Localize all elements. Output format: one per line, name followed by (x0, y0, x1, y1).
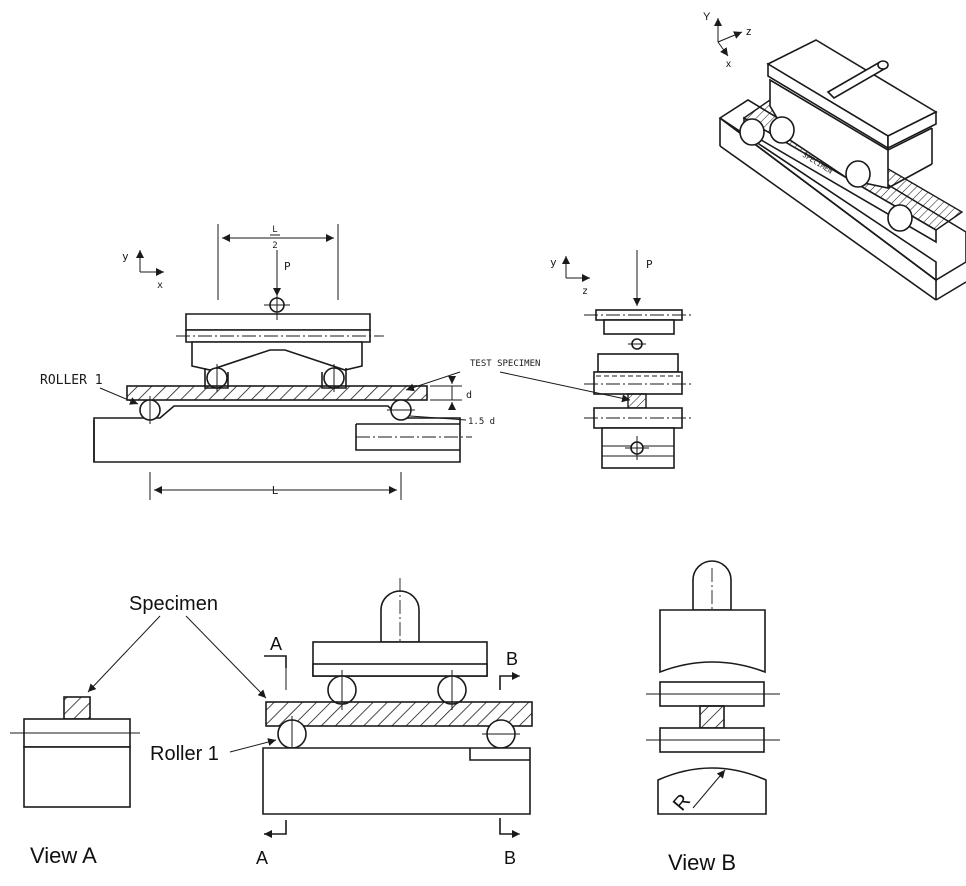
front-axis-y-label: y (122, 250, 129, 263)
front-load-label: P (284, 260, 291, 273)
view-a: View A (10, 696, 140, 868)
view-a-base (23, 746, 131, 808)
lower-base-block (262, 747, 531, 815)
view-a-specimen (63, 696, 91, 720)
section-b-top-label: B (506, 649, 518, 669)
half-span-dimension: L 2 (217, 224, 339, 300)
section-a-bottom-label: A (256, 848, 268, 868)
half-span-numerator: L (272, 225, 277, 235)
roller-1-label: ROLLER 1 (40, 373, 103, 388)
span-label: L (272, 484, 279, 497)
iso-rollers (739, 116, 913, 232)
side-axis-z-label: z (582, 286, 588, 297)
view-b-lower-block (657, 767, 767, 815)
section-a-markers: A A (256, 634, 287, 868)
front-upper-block (176, 294, 384, 389)
side-load-arrow: P (633, 250, 653, 306)
offset-label: 1.5 d (468, 417, 495, 427)
front-upper-rollers (206, 364, 345, 392)
side-test-specimen (627, 393, 647, 409)
lower-roller-1-label: Roller 1 (150, 743, 219, 765)
front-lower-rollers (139, 396, 415, 424)
iso-axis-z-label: z (746, 26, 752, 38)
front-test-specimen (126, 385, 428, 401)
section-b-markers: B B (499, 649, 520, 868)
test-specimen-callout: TEST SPECIMEN (405, 359, 631, 403)
roller-1-callout: ROLLER 1 (40, 373, 139, 405)
front-load-arrow: P (273, 250, 291, 296)
view-b-title: View B (668, 850, 736, 875)
depth-label: d (466, 390, 472, 401)
offset-dimension: 1.5 d (409, 415, 495, 427)
side-load-label: P (646, 258, 653, 271)
side-upper-stack (584, 309, 694, 395)
iso-view: Y z x SPECIMEN (703, 11, 966, 301)
lower-specimen (265, 701, 533, 727)
iso-axis-y-label: Y (703, 11, 711, 23)
side-axis-triad: y z (550, 256, 590, 297)
span-dimension: L (149, 472, 402, 500)
section-a-top-label: A (270, 634, 282, 654)
front-axis-x-label: x (157, 280, 163, 291)
view-a-title: View A (30, 843, 97, 868)
section-b-bottom-label: B (504, 848, 516, 868)
test-specimen-label: TEST SPECIMEN (470, 359, 540, 369)
iso-axis-x-label: x (726, 59, 731, 70)
lower-front-view: A A B B (256, 578, 533, 868)
side-lower-stack (584, 407, 694, 469)
half-span-denominator: 2 (272, 241, 277, 251)
front-view: y x L 2 P (40, 224, 495, 500)
view-b-specimen (699, 705, 725, 729)
view-b-upper-block (659, 609, 766, 674)
side-view: y z P (405, 250, 694, 469)
side-axis-y-label: y (550, 256, 557, 269)
iso-load-pin (826, 60, 889, 99)
specimen-label: Specimen (129, 593, 218, 615)
iso-axis-triad: Y z x (703, 11, 752, 70)
depth-dimension: d (430, 376, 472, 410)
view-b: R View B (646, 560, 780, 875)
specimen-callout: Specimen (87, 593, 267, 699)
lower-roller-1-callout: Roller 1 (150, 738, 277, 765)
front-axis-triad: y x (122, 250, 164, 291)
